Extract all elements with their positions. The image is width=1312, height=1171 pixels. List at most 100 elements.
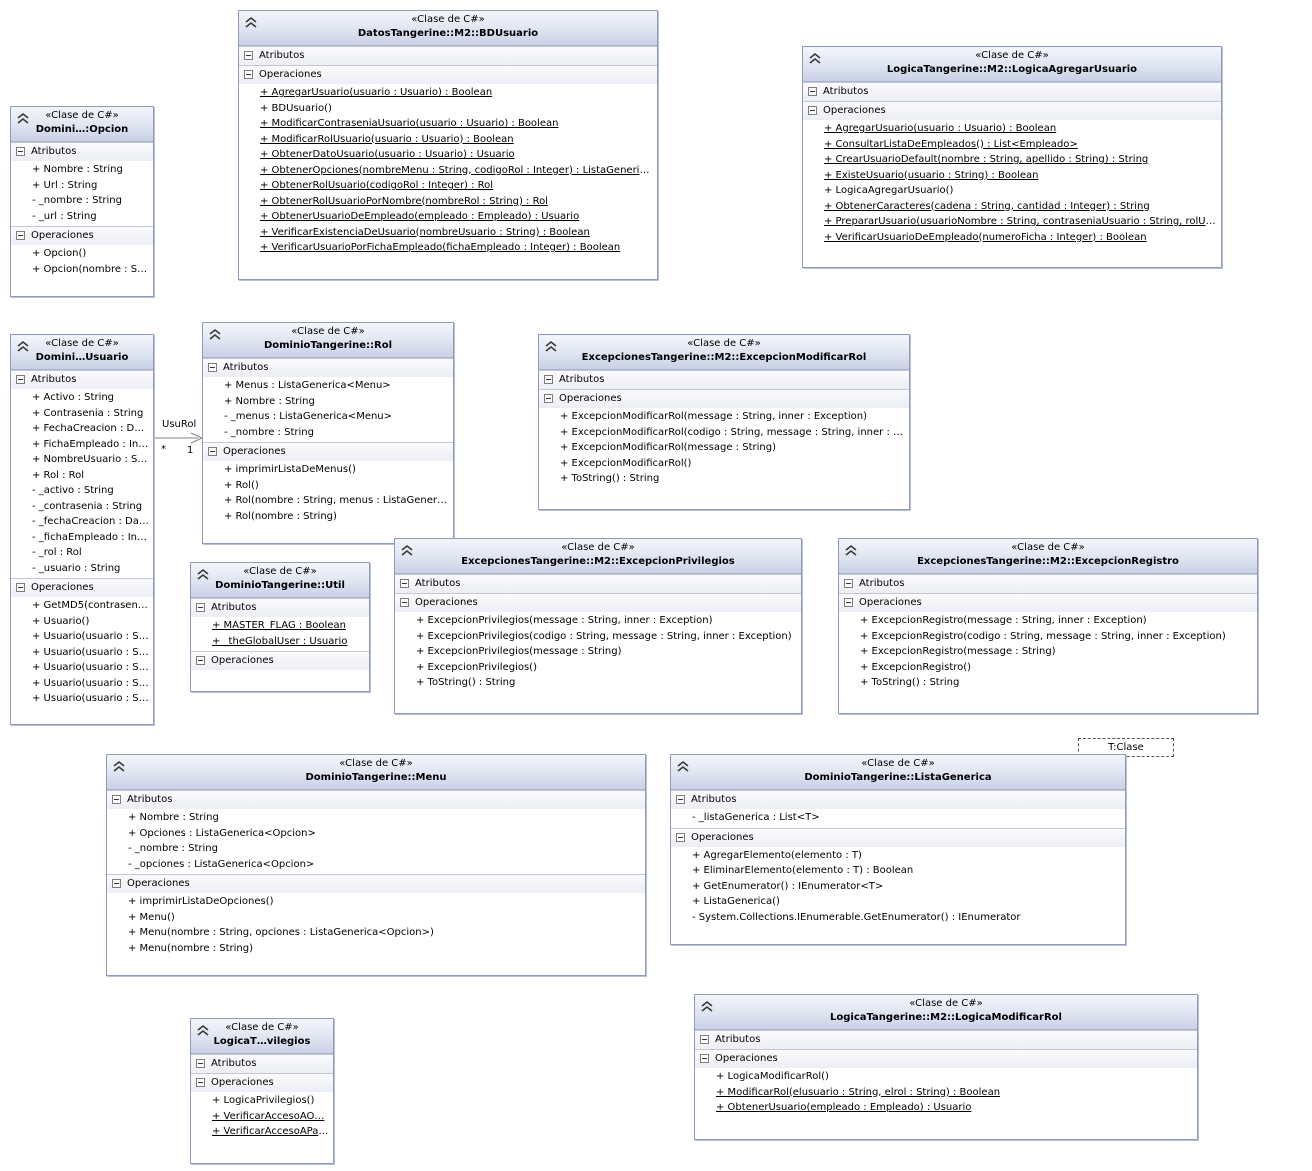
collapse-chevron-icon[interactable] xyxy=(196,1023,210,1037)
attributes-section-header[interactable]: Atributos xyxy=(11,371,153,389)
collapse-toggle-icon[interactable] xyxy=(400,579,409,588)
operation-item[interactable]: + ExcepcionPrivilegios() xyxy=(416,661,537,673)
collapse-toggle-icon[interactable] xyxy=(112,795,121,804)
attribute-item[interactable]: + Url : String xyxy=(32,179,98,191)
attributes-section-header[interactable]: Atributos xyxy=(11,143,153,161)
attribute-item[interactable]: + Rol : Rol xyxy=(32,469,85,481)
operation-item[interactable]: + ExcepcionModificarRol(message : String… xyxy=(560,411,867,422)
collapse-toggle-icon[interactable] xyxy=(700,1054,709,1063)
class-excepcionprivilegios[interactable]: «Clase de C#»ExcepcionesTangerine::M2::E… xyxy=(394,538,802,714)
attributes-section-header[interactable]: Atributos xyxy=(671,791,1125,809)
operation-item[interactable]: + VerificarAccesoAPag… xyxy=(212,1126,333,1137)
operation-item[interactable]: + VerificarExistenciaDeUsuario(nombreUsu… xyxy=(260,226,590,238)
attribute-item[interactable]: + FechaCreacion : Dat… xyxy=(32,423,153,434)
attributes-section-header[interactable]: Atributos xyxy=(191,599,369,617)
operation-item[interactable]: + AgregarUsuario(usuario : Usuario) : Bo… xyxy=(260,87,493,98)
attribute-item[interactable]: - _usuario : String xyxy=(32,562,121,574)
operation-item[interactable]: + Menu(nombre : String, opciones : Lista… xyxy=(128,927,434,938)
operations-section-header[interactable]: Operaciones xyxy=(539,390,909,408)
operation-item[interactable]: + Rol(nombre : String, menus : ListaGene… xyxy=(224,495,453,506)
operation-item[interactable]: + VerificarUsuarioDeEmpleado(numeroFicha… xyxy=(824,231,1147,243)
operation-item[interactable]: + ExcepcionPrivilegios(message : String) xyxy=(416,646,622,657)
collapse-toggle-icon[interactable] xyxy=(808,106,817,115)
attribute-item[interactable]: - _opciones : ListaGenerica<Opcion> xyxy=(128,858,315,870)
operation-item[interactable]: + Usuario(usuario : St… xyxy=(32,631,153,642)
operation-item[interactable]: + Usuario(usuario : St… xyxy=(32,662,153,673)
operation-item[interactable]: + ExcepcionModificarRol() xyxy=(560,457,692,469)
attribute-item[interactable]: + Activo : String xyxy=(32,392,115,403)
operation-item[interactable]: + ExcepcionModificarRol(message : String… xyxy=(560,442,776,453)
attribute-item[interactable]: + Nombre : String xyxy=(32,164,123,175)
collapse-toggle-icon[interactable] xyxy=(16,375,25,384)
operations-section-header[interactable]: Operaciones xyxy=(191,652,369,670)
attribute-item[interactable]: + _theGlobalUser : Usuario xyxy=(212,635,348,647)
attributes-section-header[interactable]: Atributos xyxy=(395,575,801,593)
attribute-item[interactable]: - _nombre : String xyxy=(32,195,122,206)
attributes-section-header[interactable]: Atributos xyxy=(107,791,645,809)
operation-item[interactable]: + ObtenerUsuarioDeEmpleado(empleado : Em… xyxy=(260,211,580,222)
operation-item[interactable]: + ModificarRolUsuario(usuario : Usuario)… xyxy=(260,133,514,145)
attribute-item[interactable]: + Menus : ListaGenerica<Menu> xyxy=(224,380,391,391)
operation-item[interactable]: + ObtenerRolUsuario(codigoRol : Integer)… xyxy=(260,180,494,191)
collapse-chevron-icon[interactable] xyxy=(400,543,414,557)
operation-item[interactable]: + ObtenerRolUsuarioPorNombre(nombreRol :… xyxy=(260,195,548,207)
attributes-section-header[interactable]: Atributos xyxy=(539,371,909,389)
attribute-item[interactable]: - _listaGenerica : List<T> xyxy=(692,812,820,823)
operation-item[interactable]: + AgregarElemento(elemento : T) xyxy=(692,849,862,861)
collapse-toggle-icon[interactable] xyxy=(196,603,205,612)
attribute-item[interactable]: - _contrasenia : String xyxy=(32,500,143,512)
collapse-toggle-icon[interactable] xyxy=(676,795,685,804)
collapse-toggle-icon[interactable] xyxy=(16,231,25,240)
attribute-item[interactable]: - _nombre : String xyxy=(128,843,218,854)
operation-item[interactable]: + ObtenerOpciones(nombreMenu : String, c… xyxy=(260,164,657,176)
collapse-chevron-icon[interactable] xyxy=(808,51,822,65)
operation-item[interactable]: + ExcepcionRegistro(codigo : String, mes… xyxy=(860,630,1226,642)
collapse-chevron-icon[interactable] xyxy=(16,339,30,353)
collapse-chevron-icon[interactable] xyxy=(244,15,258,29)
collapse-toggle-icon[interactable] xyxy=(208,447,217,456)
collapse-toggle-icon[interactable] xyxy=(196,1078,205,1087)
collapse-chevron-icon[interactable] xyxy=(676,759,690,773)
operation-item[interactable]: + ConsultarListaDeEmpleados() : List<Emp… xyxy=(824,138,1078,150)
operation-item[interactable]: + Usuario() xyxy=(32,615,90,627)
operation-item[interactable]: + EliminarElemento(elemento : T) : Boole… xyxy=(692,865,914,876)
operation-item[interactable]: + ModificarContraseniaUsuario(usuario : … xyxy=(260,118,559,129)
collapse-toggle-icon[interactable] xyxy=(808,87,817,96)
operations-section-header[interactable]: Operaciones xyxy=(671,828,1125,847)
attribute-item[interactable]: - _url : String xyxy=(32,210,97,222)
class-excepcionmodificarrol[interactable]: «Clase de C#»ExcepcionesTangerine::M2::E… xyxy=(538,334,910,510)
attribute-item[interactable]: - _fechaCreacion : Dat… xyxy=(32,516,153,527)
operation-item[interactable]: + ObtenerDatoUsuario(usuario : Usuario) … xyxy=(260,149,515,160)
attribute-item[interactable]: + Contrasenia : String xyxy=(32,407,144,419)
operation-item[interactable]: + GetMD5(contraseni… xyxy=(32,600,151,611)
class-listagenerica[interactable]: «Clase de C#»DominioTangerine::ListaGene… xyxy=(670,754,1126,945)
operation-item[interactable]: + Opcion() xyxy=(32,248,87,259)
operations-section-header[interactable]: Operaciones xyxy=(11,579,153,597)
operation-item[interactable]: + ExcepcionPrivilegios(message : String,… xyxy=(416,615,713,626)
operation-item[interactable]: + CrearUsuarioDefault(nombre : String, a… xyxy=(824,154,1149,165)
collapse-chevron-icon[interactable] xyxy=(544,339,558,353)
operation-item[interactable]: + Usuario(usuario : St… xyxy=(32,677,153,689)
attributes-section-header[interactable]: Atributos xyxy=(239,47,657,65)
collapse-toggle-icon[interactable] xyxy=(844,598,853,607)
operation-item[interactable]: + VerificarAccesoAO… xyxy=(212,1110,325,1122)
operation-item[interactable]: + imprimirListaDeMenus() xyxy=(224,464,356,475)
collapse-toggle-icon[interactable] xyxy=(244,51,253,60)
attributes-section-header[interactable]: Atributos xyxy=(191,1055,333,1073)
operation-item[interactable]: - System.Collections.IEnumerable.GetEnum… xyxy=(692,911,1021,923)
operation-item[interactable]: + ToString() : String xyxy=(860,677,960,688)
collapse-chevron-icon[interactable] xyxy=(16,111,30,125)
collapse-toggle-icon[interactable] xyxy=(16,583,25,592)
attributes-section-header[interactable]: Atributos xyxy=(695,1031,1197,1049)
collapse-toggle-icon[interactable] xyxy=(196,1059,205,1068)
operation-item[interactable]: + ObtenerCaracteres(cadena : String, can… xyxy=(824,200,1150,212)
operations-section-header[interactable]: Operaciones xyxy=(203,443,453,461)
attribute-item[interactable]: - _rol : Rol xyxy=(32,547,82,558)
class-logicamodificarrol[interactable]: «Clase de C#»LogicaTangerine::M2::Logica… xyxy=(694,994,1198,1140)
operation-item[interactable]: + ExcepcionRegistro(message : String) xyxy=(860,646,1056,657)
operation-item[interactable]: + Usuario(usuario : St… xyxy=(32,646,153,658)
